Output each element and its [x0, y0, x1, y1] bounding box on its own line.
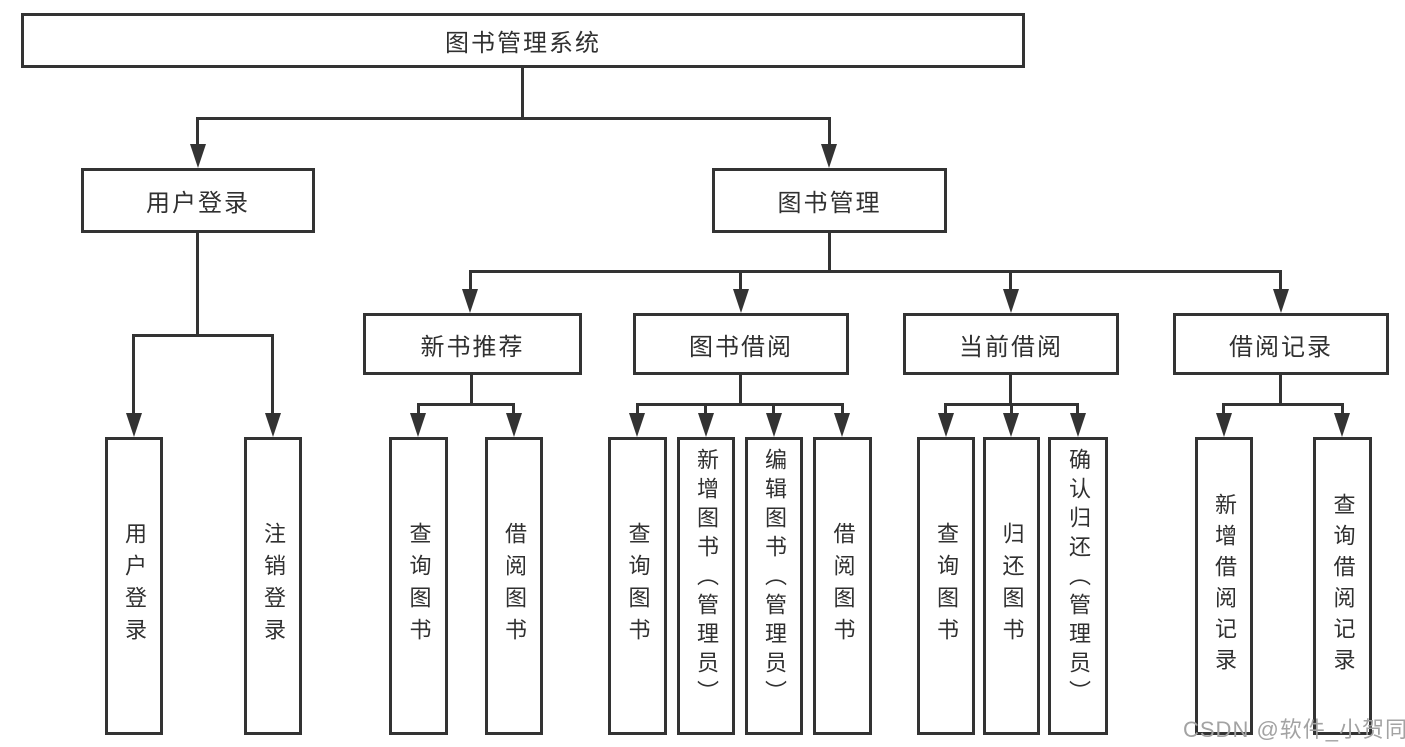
tree-connector — [772, 403, 775, 417]
tree-connector — [1010, 403, 1013, 417]
tree-connector — [271, 334, 274, 414]
arrowhead-down-icon — [733, 289, 749, 313]
tree-connector — [132, 334, 135, 414]
node-label: 图书管理 — [777, 190, 882, 217]
arrowhead-down-icon — [766, 413, 782, 437]
arrowhead-down-icon — [834, 413, 850, 437]
arrowhead-down-icon — [1003, 413, 1019, 437]
tree-connector — [132, 334, 274, 337]
node-label: 查询图书 — [406, 522, 432, 650]
tree-connector — [1341, 403, 1344, 417]
arrowhead-down-icon — [629, 413, 645, 437]
node-label: 查询借阅记录 — [1330, 493, 1356, 679]
node-label: 编辑图书（管理员） — [762, 448, 787, 709]
node-label: 查询图书 — [625, 522, 651, 650]
tree-connector — [841, 403, 844, 417]
leaf-add-borrow-record: 新增借阅记录 — [1195, 437, 1253, 735]
arrowhead-down-icon — [1273, 289, 1289, 313]
tree-connector — [196, 233, 199, 337]
tree-connector — [739, 375, 742, 406]
arrowhead-down-icon — [1216, 413, 1232, 437]
node-label: 当前借阅 — [959, 333, 1063, 361]
tree-connector — [739, 270, 742, 292]
arrowhead-down-icon — [821, 144, 837, 168]
leaf-add-books-admin: 新增图书（管理员） — [677, 437, 735, 735]
node-label: 注销登录 — [261, 522, 286, 650]
node-book-management: 图书管理 — [712, 168, 947, 233]
tree-connector — [196, 117, 199, 148]
tree-connector — [470, 375, 473, 406]
node-label: 借阅记录 — [1229, 333, 1333, 361]
tree-connector — [417, 403, 514, 406]
tree-connector — [1222, 403, 1342, 406]
leaf-query-books-current: 查询图书 — [917, 437, 975, 735]
tree-connector — [828, 117, 831, 148]
node-current-borrowing: 当前借阅 — [903, 313, 1119, 375]
tree-connector — [1009, 270, 1012, 292]
node-user-login: 用户登录 — [81, 168, 315, 233]
arrowhead-down-icon — [938, 413, 954, 437]
node-label: 用户登录 — [146, 190, 250, 217]
leaf-query-books-borrowing: 查询图书 — [608, 437, 667, 735]
arrowhead-down-icon — [698, 413, 714, 437]
arrowhead-down-icon — [1334, 413, 1350, 437]
node-label: 借阅图书 — [830, 522, 856, 650]
csdn-watermark: CSDN @软件_小贺同学 — [1183, 717, 1405, 742]
arrowhead-down-icon — [462, 289, 478, 313]
leaf-logout: 注销登录 — [244, 437, 302, 735]
node-label: 查询图书 — [934, 522, 959, 650]
arrowhead-down-icon — [190, 144, 206, 168]
arrowhead-down-icon — [1070, 413, 1086, 437]
node-new-book-recommend: 新书推荐 — [363, 313, 582, 375]
tree-connector — [417, 403, 420, 417]
tree-connector — [1279, 270, 1282, 292]
leaf-borrow-books-recommend: 借阅图书 — [485, 437, 543, 735]
arrowhead-down-icon — [506, 413, 522, 437]
node-label: 新增图书（管理员） — [694, 448, 719, 709]
arrowhead-down-icon — [1003, 289, 1019, 313]
node-label: 新增借阅记录 — [1212, 493, 1237, 679]
tree-connector — [944, 403, 947, 417]
leaf-edit-books-admin: 编辑图书（管理员） — [745, 437, 803, 735]
tree-connector — [636, 403, 842, 406]
tree-connector — [1009, 375, 1012, 406]
leaf-return-books: 归还图书 — [983, 437, 1040, 735]
tree-connector — [704, 403, 707, 417]
node-label: 新书推荐 — [420, 333, 525, 361]
leaf-query-books-recommend: 查询图书 — [389, 437, 448, 735]
node-borrowing-records: 借阅记录 — [1173, 313, 1389, 375]
tree-connector — [521, 68, 524, 120]
leaf-borrow-books-borrowing: 借阅图书 — [813, 437, 872, 735]
tree-connector — [828, 233, 831, 273]
leaf-confirm-return-admin: 确认归还（管理员） — [1048, 437, 1108, 735]
tree-connector — [1279, 375, 1282, 406]
node-root-library-system: 图书管理系统 — [21, 13, 1025, 68]
node-label: 借阅图书 — [502, 522, 527, 650]
node-label: 图书管理系统 — [445, 30, 601, 57]
node-book-borrowing: 图书借阅 — [633, 313, 849, 375]
node-label: 图书借阅 — [689, 333, 793, 361]
tree-connector — [636, 403, 639, 417]
tree-connector — [1222, 403, 1225, 417]
arrowhead-down-icon — [126, 413, 142, 437]
node-label: 确认归还（管理员） — [1066, 448, 1091, 709]
node-label: 归还图书 — [999, 522, 1025, 650]
tree-connector — [1076, 403, 1079, 417]
leaf-user-login: 用户登录 — [105, 437, 163, 735]
tree-connector — [470, 270, 1281, 273]
tree-connector — [512, 403, 515, 417]
arrowhead-down-icon — [265, 413, 281, 437]
leaf-query-borrow-record: 查询借阅记录 — [1313, 437, 1372, 735]
tree-connector — [469, 270, 472, 292]
tree-connector — [196, 117, 831, 120]
arrowhead-down-icon — [410, 413, 426, 437]
node-label: 用户登录 — [122, 522, 147, 650]
